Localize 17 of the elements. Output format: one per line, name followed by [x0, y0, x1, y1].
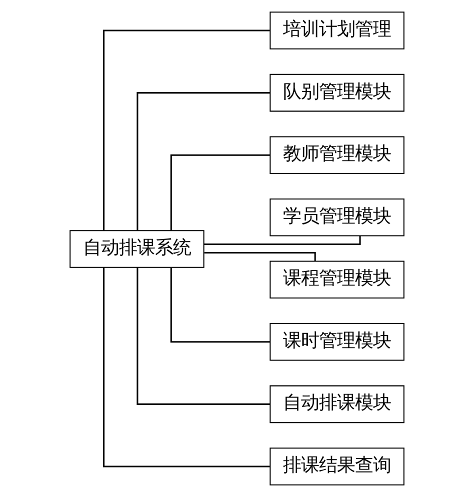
connector	[204, 236, 361, 245]
connector	[204, 252, 316, 262]
connector	[136, 267, 270, 405]
node-box: 课程管理模块	[270, 260, 404, 299]
node-box: 自动排课系统	[70, 230, 204, 268]
connector	[170, 268, 270, 343]
node-box: 培训计划管理	[270, 12, 404, 50]
node-box: 自动排课模块	[270, 385, 404, 424]
connector	[136, 92, 270, 230]
connector	[103, 30, 270, 230]
node-box: 教师管理模块	[270, 136, 404, 174]
node-box: 学员管理模块	[270, 198, 404, 236]
connector	[170, 154, 270, 230]
connector	[103, 268, 270, 468]
node-box: 队别管理模块	[270, 74, 404, 112]
node-box: 课时管理模块	[270, 323, 404, 361]
node-box: 排课结果查询	[270, 448, 404, 486]
